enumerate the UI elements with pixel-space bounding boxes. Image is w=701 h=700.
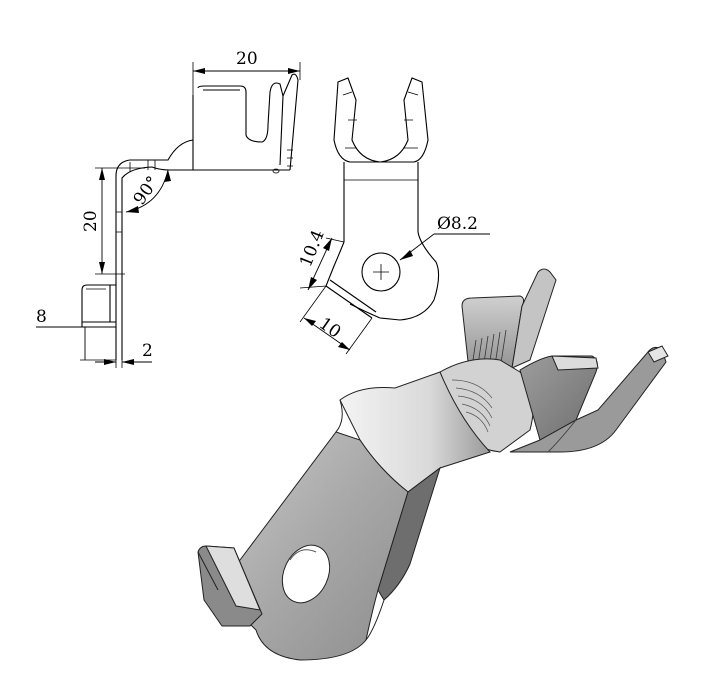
isometric-render: [197, 268, 669, 661]
front-fork-arm-outer: [509, 346, 667, 453]
side-width-label: 20: [236, 49, 258, 69]
front-fork-arm-inner: [519, 355, 598, 441]
hole-diameter-label: Ø8.2: [437, 214, 478, 234]
front-bottom-label: 10: [315, 314, 344, 343]
lug-height-dimension: 8: [36, 307, 116, 361]
side-height-dimension: 20: [81, 167, 145, 275]
bend-angle-label: 90°: [130, 173, 164, 209]
side-body: [81, 73, 299, 360]
hole-diameter-dimension: Ø8.2: [399, 214, 490, 261]
front-width-label: 10.4: [296, 227, 329, 270]
mounting-hole: [281, 544, 331, 604]
thickness-dimension: 2: [95, 330, 153, 368]
side-view: 20 20: [36, 49, 301, 368]
bend-angle-dimension: 90°: [125, 169, 171, 213]
side-height-label: 20: [81, 210, 101, 232]
side-width-dimension: 20: [192, 49, 301, 95]
lug-height-label: 8: [36, 307, 47, 327]
front-bottom-dimension: 10: [299, 285, 373, 355]
thickness-label: 2: [142, 341, 153, 361]
front-view: Ø8.2 10.4 10: [296, 77, 490, 355]
